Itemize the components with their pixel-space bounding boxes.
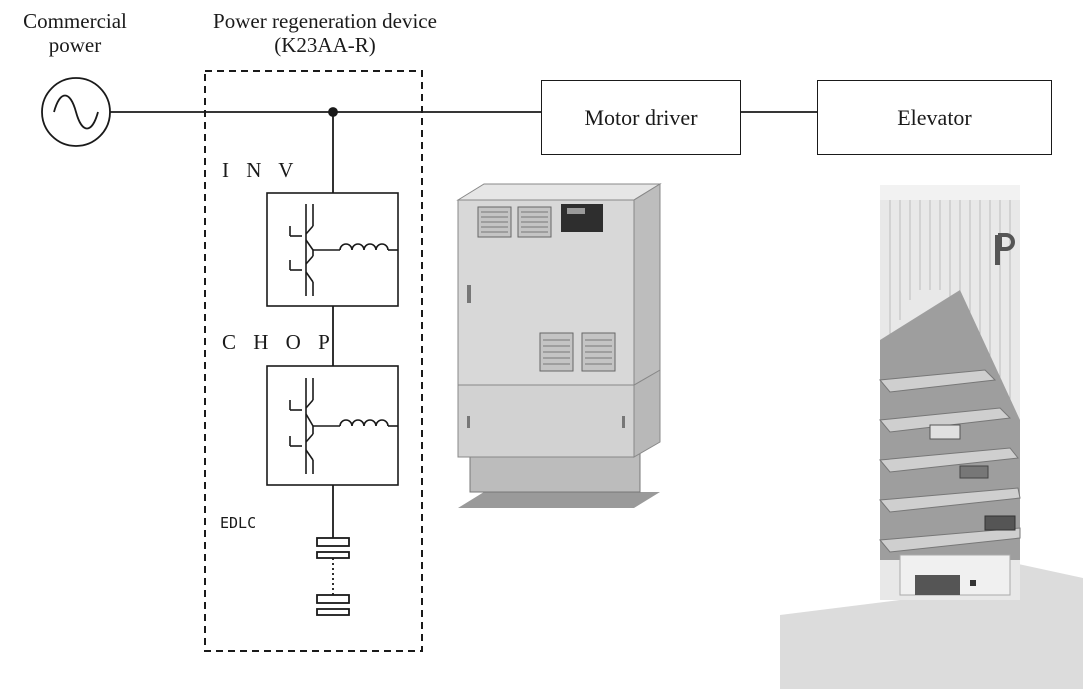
device-tap <box>328 107 338 538</box>
source-label-line1: Commercial <box>23 9 127 33</box>
source-label-line2: power <box>48 33 102 57</box>
igbt-switch-icon <box>289 204 340 296</box>
regeneration-cabinet-illustration <box>456 183 662 508</box>
capacitor-icon <box>316 537 350 616</box>
device-label-line2: (K23AA-R) <box>274 33 376 57</box>
elevator-box: Elevator <box>817 80 1052 155</box>
inv-block <box>266 192 399 307</box>
device-enclosure <box>204 70 423 652</box>
motor-driver-box: Motor driver <box>541 80 741 155</box>
inv-label: I N V <box>222 158 300 182</box>
parking-sign-icon <box>995 233 1015 265</box>
device-label: Power regeneration device (K23AA-R) <box>175 9 475 57</box>
inductor-icon <box>339 243 389 251</box>
inductor-icon <box>339 419 389 427</box>
motor-driver-label: Motor driver <box>584 104 698 130</box>
chop-label: C H O P <box>222 330 336 354</box>
parking-tower-illustration <box>780 185 1083 689</box>
source-label: Commercial power <box>6 9 144 57</box>
ac-source-icon <box>41 77 111 147</box>
edlc-label: EDLC <box>220 514 257 532</box>
device-label-line1: Power regeneration device <box>213 9 437 33</box>
chop-block <box>266 365 399 486</box>
igbt-switch-icon <box>289 378 340 474</box>
elevator-label: Elevator <box>897 104 972 130</box>
